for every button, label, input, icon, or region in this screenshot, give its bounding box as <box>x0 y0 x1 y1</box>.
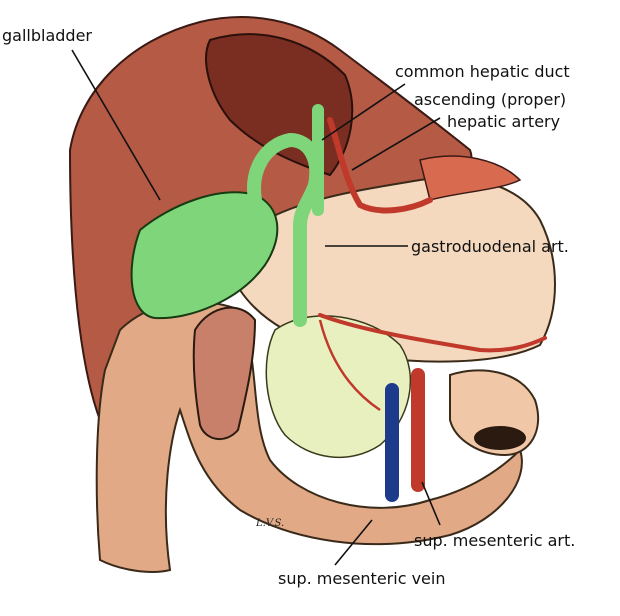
bile-duct-shape <box>247 132 324 327</box>
artist-signature: L.V.S. <box>256 518 285 529</box>
pancreas-shape <box>265 315 412 458</box>
leader-sup-mesenteric-art <box>421 481 441 526</box>
leader-hepatic-artery <box>351 117 441 171</box>
transverse-fold-shape <box>192 306 257 440</box>
label-sup-mesenteric-art: sup. mesenteric art. <box>414 531 576 550</box>
gastroepiploic-artery-shape <box>318 313 547 353</box>
stomach-red-shape <box>419 155 522 201</box>
leader-sup-mesenteric-vein <box>334 519 373 566</box>
label-hepatic-artery: hepatic artery <box>447 112 561 131</box>
label-gallbladder: gallbladder <box>2 26 92 45</box>
label-gastroduodenal-art: gastroduodenal art. <box>411 237 569 256</box>
hepatic-artery-shape <box>327 117 433 214</box>
label-sup-mesenteric-vein: sup. mesenteric vein <box>278 569 446 588</box>
label-ascending-proper: ascending (proper) <box>414 90 567 109</box>
pancreatic-artery-shape <box>318 319 381 412</box>
jejunum-opening <box>474 426 526 450</box>
leader-gallbladder <box>71 49 161 201</box>
leader-common-hepatic-duct <box>321 83 406 141</box>
leader-lines <box>71 49 441 566</box>
gallbladder-shape <box>130 191 279 320</box>
label-common-hepatic-duct: common hepatic duct <box>395 62 570 81</box>
